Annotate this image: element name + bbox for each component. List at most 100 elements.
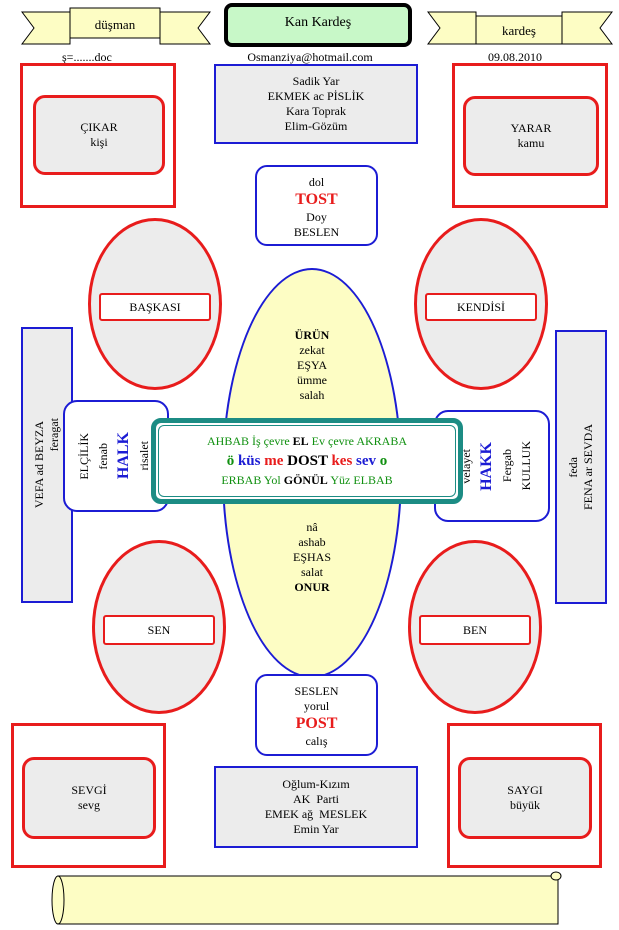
left-vertical-line1: VEFA ad BEYZA (32, 421, 46, 509)
page-title: Kan Kardeş (284, 15, 352, 30)
left-ribbon-banner (21, 7, 211, 45)
tost-line1: dol (308, 175, 325, 189)
bottom-center-box: Oğlum-Kızım AK Parti EMEK ağ MESLEK Emin… (214, 766, 418, 848)
bottom-left-line1: SEVGİ (71, 783, 107, 797)
row2-o-end: o (379, 453, 388, 469)
oval-top-right: KENDİSİ (414, 218, 548, 390)
oval-top-left-label: BAŞKASI (99, 293, 211, 321)
row2-dost: DOST (287, 453, 328, 469)
center-ellipse-top-text: ÜRÜN zekat EŞYA ümme salah (224, 328, 400, 403)
bottom-scroll (51, 871, 562, 925)
oval-top-right-label: KENDİSİ (425, 293, 537, 321)
left-banner-label: düşman (94, 17, 136, 32)
title-box: Kan Kardeş (224, 3, 412, 47)
right-vertical-line2: FENA ar SEVDA (581, 424, 595, 510)
right-vertical-bar: feda FENA ar SEVDA (555, 330, 607, 604)
left-side-col3: HALK (115, 432, 132, 480)
post-line3: POST (295, 715, 338, 732)
top-right-frame: YARAR kamu (452, 63, 608, 208)
row3-erbab: ERBAB (221, 473, 262, 487)
row3-elbab: ELBAB (353, 473, 393, 487)
top-center-line: Elim-Gözüm (284, 119, 348, 133)
tost-line2: TOST (295, 191, 338, 208)
left-side-col4: risalet (137, 441, 151, 471)
bottom-right-inner: SAYGI büyük (458, 757, 592, 839)
bottom-center-line: Emin Yar (293, 822, 339, 836)
bottom-right-line2: büyük (510, 798, 540, 812)
row2-kes: kes (331, 453, 353, 469)
row3-gonul: GÖNÜL (283, 473, 328, 487)
row3-yuz: Yüz (330, 473, 351, 487)
top-center-line: Kara Toprak (286, 104, 346, 118)
center-row3: ERBAB Yol GÖNÜL Yüz ELBAB (221, 473, 392, 488)
left-side-col2: fenab (96, 442, 110, 470)
center-box: AHBAB İş çevre EL Ev çevre AKRABA ö küs … (151, 418, 463, 504)
date: 09.08.2010 (488, 50, 542, 64)
top-right-line1: YARAR (510, 121, 552, 135)
row1-ev-cevre: Ev çevre (311, 434, 354, 448)
tost-line4: BESLEN (293, 225, 340, 239)
right-side-col4: KULLUK (519, 441, 533, 491)
row2-sev: sev (356, 453, 377, 469)
bottom-right-frame: SAYGI büyük (447, 723, 602, 868)
oval-bottom-left: SEN (92, 540, 226, 714)
post-box: SESLEN yorul POST calış (255, 674, 378, 756)
ellipse-bottom-line: nâ (306, 520, 318, 534)
left-note: ş=.......doc (62, 50, 112, 64)
ellipse-bottom-line: EŞHAS (292, 550, 331, 564)
center-row2: ö küs me DOST kes sev o (227, 452, 388, 470)
top-left-line1: ÇIKAR (80, 120, 118, 134)
post-line4: calış (305, 734, 328, 748)
oval-top-left: BAŞKASI (88, 218, 222, 390)
row1-akraba: AKRABA (356, 434, 407, 448)
right-banner-label: kardeş (502, 23, 536, 38)
bottom-center-line: AK Parti (293, 792, 339, 806)
post-line2: yorul (303, 699, 330, 713)
bottom-left-line2: sevg (78, 798, 100, 812)
top-right-inner: YARAR kamu (463, 96, 599, 176)
top-left-line2: kişi (90, 135, 108, 149)
bottom-left-frame: SEVGİ sevg (11, 723, 166, 868)
row2-o: ö (226, 453, 235, 469)
ellipse-top-line: EŞYA (296, 358, 327, 372)
ellipse-top-line: zekat (299, 343, 325, 357)
bottom-left-inner: SEVGİ sevg (22, 757, 156, 839)
oval-bottom-left-label: SEN (103, 615, 215, 645)
top-left-frame: ÇIKAR kişi (20, 63, 176, 208)
ellipse-bottom-line: ONUR (294, 580, 330, 594)
ellipse-bottom-line: salat (301, 565, 323, 579)
ellipse-top-line: ÜRÜN (294, 328, 330, 342)
left-side-col1: ELÇİLİK (77, 432, 91, 480)
oval-bottom-right: BEN (408, 540, 542, 714)
tost-line3: Doy (306, 210, 327, 224)
bottom-center-line: EMEK ağ MESLEK (264, 807, 368, 821)
row2-kus: küs (237, 453, 261, 469)
tost-box: dol TOST Doy BESLEN (255, 165, 378, 246)
left-vertical-line2: feragat (47, 418, 61, 452)
oval-bottom-right-label: BEN (419, 615, 531, 645)
post-line1: SESLEN (294, 684, 339, 698)
right-side-col3: Fergab (500, 449, 514, 483)
row3-yol: Yol (263, 473, 281, 487)
row1-is-cevre: İş çevre (252, 434, 290, 448)
top-center-line: EKMEK ac PİSLİK (267, 89, 365, 103)
email: Osmanziya@hotmail.com (247, 50, 373, 64)
row2-me: me (264, 453, 284, 469)
top-center-line: Sadik Yar (292, 74, 340, 88)
center-box-inner: AHBAB İş çevre EL Ev çevre AKRABA ö küs … (158, 425, 456, 497)
center-row1: AHBAB İş çevre EL Ev çevre AKRABA (207, 434, 407, 449)
top-left-inner: ÇIKAR kişi (33, 95, 165, 175)
right-ribbon-banner (427, 11, 613, 45)
center-ellipse-bottom-text: nâ ashab EŞHAS salat ONUR (224, 520, 400, 595)
bottom-right-line1: SAYGI (507, 783, 543, 797)
row1-ahbab: AHBAB (207, 434, 250, 448)
right-side-col2: HAKK (478, 441, 495, 491)
top-right-line2: kamu (517, 136, 545, 150)
ellipse-bottom-line: ashab (298, 535, 326, 549)
ellipse-top-line: ümme (297, 373, 327, 387)
row1-el: EL (292, 434, 309, 448)
bottom-center-line: Oğlum-Kızım (282, 777, 350, 791)
ellipse-top-line: salah (299, 388, 325, 402)
top-center-box: Sadik Yar EKMEK ac PİSLİK Kara Toprak El… (214, 64, 418, 144)
